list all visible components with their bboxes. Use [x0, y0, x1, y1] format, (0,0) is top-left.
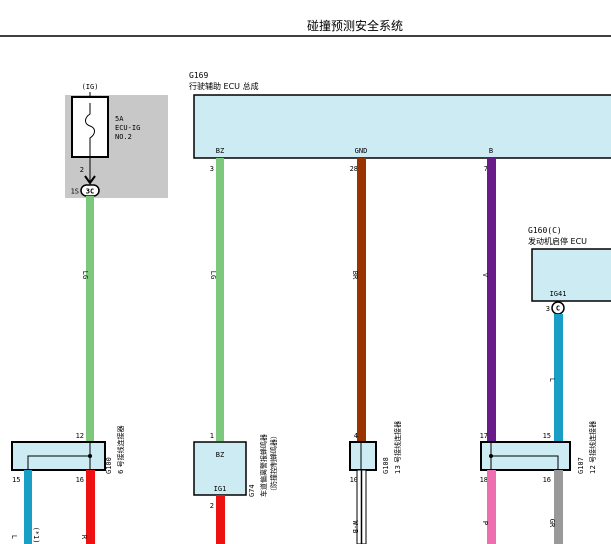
wire-code-gnd: BR — [351, 271, 359, 280]
ecu-main-pin-3: 3 — [210, 165, 214, 173]
g107-wire-b1: P — [481, 521, 489, 525]
fuse-name-line1: ECU-IG — [115, 124, 140, 132]
fuse-arrow-icon — [84, 175, 96, 185]
wire-code-b: V — [481, 273, 489, 278]
fuse-rating: 5A — [115, 115, 124, 123]
g107-code: G107 — [577, 457, 585, 474]
g108-pin-bottom: 10 — [350, 476, 358, 484]
g100-pin-top: 12 — [76, 432, 84, 440]
g74-pin-top: 1 — [210, 432, 214, 440]
wire-code-fuse: LG — [81, 271, 89, 279]
g108-pin-top: 4 — [354, 432, 358, 440]
g100-pin-bl: 15 — [12, 476, 20, 484]
wire-code-ss: L — [548, 378, 556, 382]
g74-desc-line2: （防撞控制蜂鸣器） — [269, 432, 278, 495]
g107-pin-b1: 18 — [480, 476, 488, 484]
g74-desc-line1: 车道偏离警报蜂鸣器 — [259, 434, 268, 497]
ecu-ss-terminal: IG41 — [550, 290, 567, 298]
wire-g74-r — [216, 495, 225, 544]
wire-ss-l — [554, 314, 563, 441]
ecu-ss-name: 发动机启停 ECU — [528, 236, 587, 246]
wire-g107-gr — [554, 470, 563, 544]
g100-desc: 6 号接线连接器 — [116, 425, 125, 474]
g107-pin-b2: 16 — [543, 476, 551, 484]
ecu-ss-code: G160(C) — [528, 226, 562, 235]
g100-wire-l-note: (*1) — [32, 527, 40, 544]
wire-bz-lg — [216, 158, 224, 441]
ecu-main-terminal-gnd: GND — [355, 147, 368, 155]
g107-splice-dot — [489, 454, 493, 458]
g107-wire-b2: GR — [548, 519, 556, 528]
g100-splice-dot — [88, 454, 92, 458]
ecu-main-code: G169 — [189, 71, 208, 80]
g100-wire-l: L — [10, 535, 18, 539]
g74-pin-bottom: 2 — [210, 502, 214, 510]
wire-b-v — [487, 158, 496, 441]
wire-code-bz: LG — [209, 271, 217, 279]
wire-g100-r — [86, 470, 95, 544]
wire-fuse-lg — [86, 196, 94, 441]
g108-wire: W-B — [351, 521, 359, 534]
g108-desc: 13 号接线连接器 — [393, 421, 402, 474]
g100-pin-br: 16 — [76, 476, 84, 484]
fuse-pin-lower: 1S — [71, 188, 79, 196]
fuse-power-label: (IG) — [82, 83, 99, 91]
g107-splice — [490, 442, 559, 470]
ecu-ss-box — [531, 248, 611, 302]
page-title: 碰撞预测安全系统 — [307, 18, 403, 33]
g100-splice — [27, 442, 91, 470]
fuse-element-icon — [85, 103, 95, 157]
ecu-main-pin-7: 7 — [484, 165, 488, 173]
ecu-main-terminal-bz: BZ — [216, 147, 224, 155]
g108-code: G108 — [382, 457, 390, 474]
ecu-ss-pin: 3 — [546, 305, 550, 313]
g100-code: G100 — [105, 457, 113, 474]
ecu-main-pin-28: 28 — [350, 165, 358, 173]
ecu-main-name: 行驶辅助 ECU 总成 — [189, 81, 259, 91]
junction-c-label: C — [556, 305, 560, 313]
junction-3c-label: 3C — [86, 188, 94, 196]
g107-desc: 12 号接线连接器 — [588, 421, 597, 474]
fuse-name-line2: NO.2 — [115, 133, 132, 141]
wire-gnd-br — [357, 158, 366, 441]
ecu-main-box — [193, 94, 611, 159]
g107-pin-t1: 17 — [480, 432, 488, 440]
ecu-main-terminal-b: B — [489, 147, 493, 155]
wire-g107-p — [487, 470, 496, 544]
g108-connector — [349, 441, 377, 471]
g74-term-top: BZ — [216, 451, 224, 459]
g100-wire-r: R — [80, 535, 88, 540]
wire-g100-l — [24, 470, 32, 544]
g74-term-bottom: IG1 — [214, 485, 227, 493]
g107-pin-t2: 15 — [543, 432, 551, 440]
fuse-pin-upper: 2 — [80, 166, 84, 174]
g74-code: G74 — [248, 484, 256, 497]
